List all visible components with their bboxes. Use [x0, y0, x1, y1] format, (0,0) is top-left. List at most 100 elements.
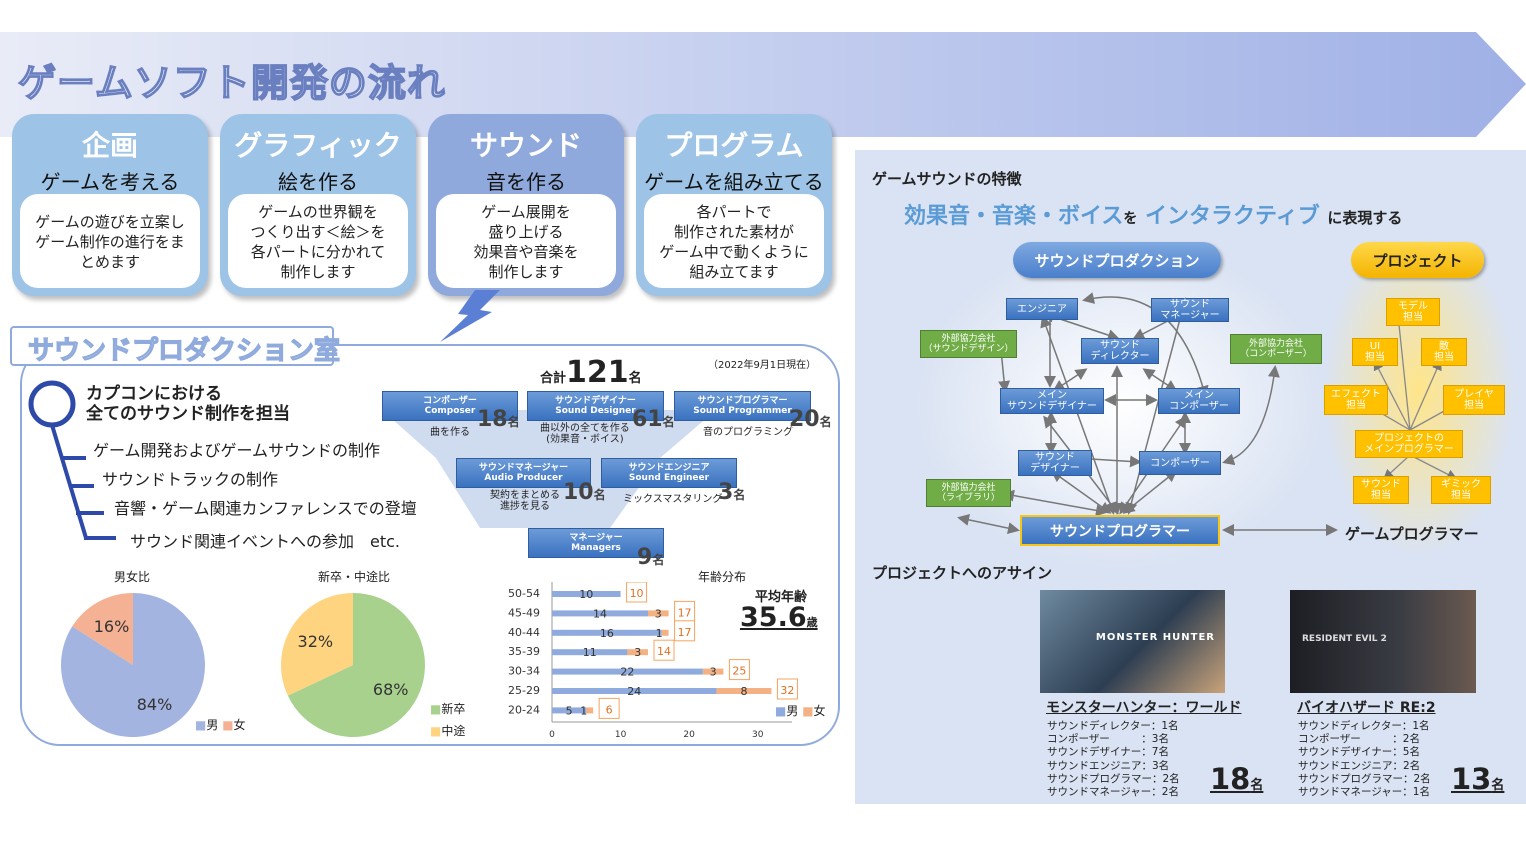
role-count: 20名: [789, 407, 832, 432]
y-tick-label: 50-54: [508, 587, 540, 600]
total-label: 合計: [540, 371, 567, 386]
role-desc: 音のプログラミング: [703, 427, 793, 438]
gender-pie-chart: 84%16%: [60, 593, 205, 737]
y-tick-label: 45-49: [508, 606, 540, 619]
room-frame: [20, 344, 840, 746]
node-engineer: エンジニア: [1006, 298, 1078, 320]
project-label: プロジェクト: [1351, 242, 1484, 278]
role-managers: マネージャー Managers: [528, 528, 664, 558]
bar-label-female: 3: [634, 646, 641, 659]
role-sound-designer: サウンドデザイナー Sound Designer: [527, 391, 664, 421]
y-tick-label: 40-44: [508, 626, 540, 639]
room-headline: カプコンにおける 全てのサウンド制作を担当: [86, 384, 290, 424]
node-main-composer: メイン コンポーザー: [1158, 388, 1240, 414]
total-unit: 名: [628, 371, 642, 386]
x-tick-label: 10: [615, 730, 627, 740]
y-tick-label: 35-39: [508, 645, 540, 658]
avg-age-label: 平均年齢: [755, 590, 808, 605]
bullet-item: 音響・ゲーム関連カンファレンスでの登壇: [114, 499, 417, 518]
node-model: モデル 担当: [1386, 298, 1440, 326]
total-label: 32: [780, 684, 794, 697]
role-desc: ミックスマスタリング: [623, 494, 723, 505]
card-title: プログラム: [664, 129, 804, 162]
node-designer: サウンド デザイナー: [1018, 450, 1092, 476]
bar-legend: ■男 ■女: [775, 704, 826, 718]
bar-female: [702, 668, 724, 675]
role-count: 9名: [637, 545, 665, 570]
node-sound-programmer: サウンドプログラマー: [1020, 515, 1220, 546]
bar-female: [586, 707, 594, 714]
role-sound-engineer: サウンドエンジニア Sound Engineer: [601, 458, 737, 488]
node-effect: エフェクト 担当: [1324, 385, 1388, 415]
role-desc: 曲を作る: [430, 427, 470, 438]
bar-female: [661, 629, 669, 636]
node-ui: UI 担当: [1352, 338, 1398, 366]
total-box: [674, 620, 696, 642]
y-tick-label: 20-24: [508, 703, 540, 716]
card-body: ゲーム展開を 盛り上げる 効果音や音楽を 制作します: [436, 194, 616, 288]
bullet-item: サウンドトラックの制作: [102, 470, 279, 489]
pie-legend: ■新卒■中途: [430, 702, 466, 738]
node-composer: コンポーザー: [1139, 451, 1221, 475]
bar-male: [552, 668, 703, 675]
bar-label-male: 11: [583, 646, 597, 659]
bar-male: [552, 688, 717, 694]
x-tick-label: 20: [683, 730, 695, 740]
card-title: サウンド: [469, 129, 582, 162]
role-desc: 曲以外の全てを作る (効果音・ボイス): [540, 423, 630, 445]
bar-male: [552, 707, 587, 714]
bullet-tree: [28, 380, 116, 540]
room-title-box: [10, 326, 334, 366]
bullet-item: サウンド関連イベントへの参加 etc.: [130, 532, 401, 551]
total-box: [776, 678, 798, 700]
bar-label-female: 3: [655, 607, 662, 620]
total-label: 14: [657, 645, 671, 658]
role-count: 18名: [477, 407, 520, 432]
total-value: 121: [566, 355, 629, 390]
total-box: [598, 697, 620, 719]
hiring-pie-chart: 68%32%: [281, 593, 425, 737]
y-tick-label: 25-29: [508, 684, 540, 697]
assign-title: プロジェクトへのアサイン: [872, 564, 1053, 582]
card-graphic: グラフィック 絵を作る ゲームの世界観を つくり出す＜絵＞を 各パートに分かれて…: [220, 114, 416, 296]
y-tick-label: 30-34: [508, 665, 540, 678]
node-ext-design: 外部協力会社 （サウンドデザイン）: [920, 330, 1017, 358]
bar-male: [552, 649, 628, 656]
sound-production-label: サウンドプロダクション: [1013, 242, 1221, 278]
total-count: 合計121名: [540, 355, 642, 390]
bar-label-male: 10: [579, 588, 593, 601]
node-ext-library: 外部協力会社 （ライブラリ）: [926, 479, 1011, 507]
header-banner: [0, 32, 1526, 137]
feature-title: ゲームサウンドの特徴: [872, 170, 1022, 188]
total-label: 6: [606, 703, 613, 716]
bar-female: [627, 649, 648, 656]
bar-label-male: 14: [593, 607, 607, 620]
card-planning: 企画 ゲームを考える ゲームの遊びを立案し ゲーム制作の進行をま とめます: [12, 114, 208, 296]
pie-title: 男女比: [114, 570, 151, 584]
pie-legend: ■男 ■女: [195, 718, 246, 732]
total-box: [728, 659, 750, 681]
node-player: プレイヤ 担当: [1443, 385, 1505, 415]
node-director: サウンド ディレクター: [1081, 338, 1159, 364]
game-total: 13名: [1451, 762, 1505, 796]
pie-label: 32%: [298, 632, 334, 651]
bar-label-male: 16: [600, 627, 614, 640]
total-label: 17: [678, 606, 692, 619]
card-body: ゲームの世界観を つくり出す＜絵＞を 各パートに分かれて 制作します: [228, 194, 408, 288]
avg-age-value: 35.6歳: [740, 602, 818, 633]
total-box: [626, 582, 648, 603]
total-label: 10: [630, 587, 644, 600]
node-enemy: 敵 担当: [1421, 338, 1467, 366]
lightning-pointer: [440, 290, 500, 342]
bar-label-female: 1: [656, 627, 663, 640]
bar-male: [552, 610, 648, 617]
x-tick-label: 0: [549, 730, 555, 740]
bar-male: [552, 629, 662, 636]
card-title: 企画: [81, 129, 138, 162]
bar-label-male: 5: [566, 704, 573, 717]
game-staff-list: サウンドディレクター：1名 コンポーザー ：3名 サウンドデザイナー：7名 サウ…: [1047, 720, 1180, 799]
bar-label-female: 8: [741, 685, 748, 698]
role-count: 3名: [718, 480, 746, 505]
node-main-programmer: プロジェクトの メインプログラマー: [1355, 430, 1463, 458]
